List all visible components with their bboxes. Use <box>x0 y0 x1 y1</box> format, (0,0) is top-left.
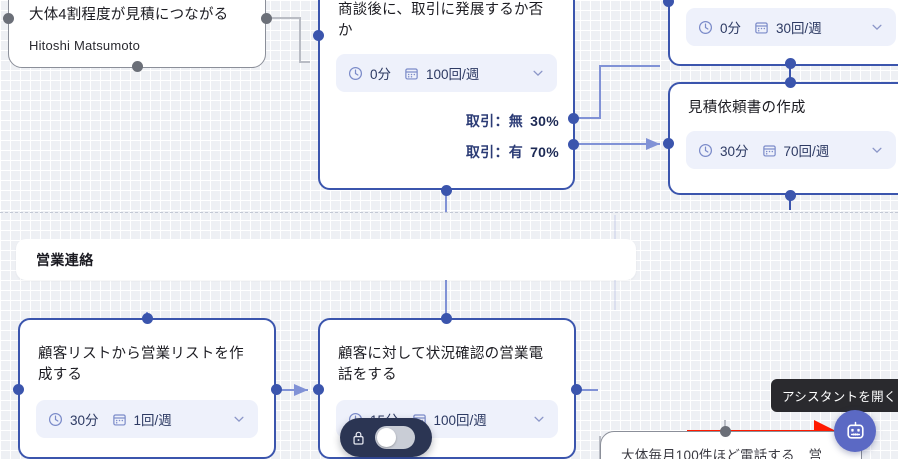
node-title: 見積依頼書の作成 <box>688 100 806 116</box>
chevron-down-icon[interactable] <box>870 20 884 34</box>
node-title: 顧客リストから営業リストを作成する <box>38 346 244 384</box>
lock-icon <box>353 431 364 445</box>
port-left[interactable] <box>663 0 674 7</box>
port-bottom[interactable] <box>785 58 796 69</box>
clock-icon <box>698 20 713 34</box>
port-bottom[interactable] <box>441 185 452 196</box>
lock-switch[interactable] <box>375 426 415 449</box>
task-node-create-sales-list[interactable]: 顧客リストから営業リストを作成する 30分 1回/週 <box>18 318 276 459</box>
calendar-icon <box>405 67 418 80</box>
chevron-down-icon[interactable] <box>532 412 546 426</box>
clock-icon <box>48 412 63 426</box>
node-title: 顧客に対して状況確認の営業電話をする <box>338 346 544 384</box>
calendar-icon <box>112 413 126 426</box>
robot-icon <box>846 421 864 439</box>
clock-icon <box>698 143 713 157</box>
badge-frequency: 100回/週 <box>433 413 487 429</box>
port-right[interactable] <box>271 384 282 395</box>
port-left[interactable] <box>313 384 324 395</box>
port-left[interactable] <box>13 384 24 395</box>
port-bottom[interactable] <box>132 61 143 72</box>
port-top[interactable] <box>720 426 731 437</box>
badge-time: 0分 <box>370 67 392 83</box>
port-branch-no[interactable] <box>568 113 579 124</box>
port-left[interactable] <box>3 13 14 24</box>
assistant-tooltip: アシスタントを開く <box>771 379 898 418</box>
note-author: Hitoshi Matsumoto <box>29 38 141 54</box>
canvas-lock-toggle[interactable] <box>340 418 432 457</box>
badge-frequency: 30回/週 <box>776 21 822 36</box>
section-divider <box>0 212 898 213</box>
node-title: 商談後に、取引に発展するか否か <box>338 2 544 40</box>
badge-frequency: 70回/週 <box>783 144 830 160</box>
assistant-fab-button[interactable] <box>834 410 876 452</box>
port-top[interactable] <box>142 313 153 324</box>
calendar-icon <box>755 21 768 34</box>
switch-knob <box>377 428 396 447</box>
chevron-down-icon[interactable] <box>531 66 545 80</box>
port-top[interactable] <box>785 77 796 88</box>
badge-time: 30分 <box>720 144 749 160</box>
port-bottom[interactable] <box>785 190 796 201</box>
section-label: 営業連絡 <box>36 251 94 268</box>
metrics-badge[interactable]: 30分 70回/週 <box>686 131 896 170</box>
port-right[interactable] <box>571 384 582 395</box>
chevron-down-icon[interactable] <box>870 143 884 157</box>
note-title: 大体4割程度が見積につながる <box>29 7 229 23</box>
task-node-quote-request[interactable]: 見積依頼書の作成 30分 70回/週 <box>668 82 898 195</box>
note-card-bottom-right[interactable]: 大体毎月100件ほど電話する 営 <box>600 431 862 459</box>
metrics-badge[interactable]: 0分 30回/週 <box>686 8 896 46</box>
badge-time: 0分 <box>720 21 742 36</box>
badge-frequency: 100回/週 <box>426 67 480 83</box>
note-card-top-left[interactable]: 大体4割程度が見積につながる Hitoshi Matsumoto <box>8 0 266 68</box>
chevron-down-icon[interactable] <box>232 412 246 426</box>
port-left[interactable] <box>663 138 674 149</box>
note-title: 大体毎月100件ほど電話する 営 <box>621 448 823 459</box>
port-branch-yes[interactable] <box>568 139 579 150</box>
badge-time: 30分 <box>70 413 99 429</box>
task-node-top-right[interactable]: 0分 30回/週 <box>668 0 898 66</box>
port-right[interactable] <box>261 13 272 24</box>
clock-icon <box>348 66 363 80</box>
badge-frequency: 1回/週 <box>133 413 172 429</box>
calendar-icon <box>762 144 776 157</box>
metrics-badge[interactable]: 30分 1回/週 <box>36 400 258 439</box>
port-top[interactable] <box>441 313 452 324</box>
port-left[interactable] <box>313 30 324 41</box>
section-band-sales-contact[interactable]: 営業連絡 <box>16 239 636 280</box>
metrics-badge[interactable]: 0分 100回/週 <box>336 54 557 93</box>
